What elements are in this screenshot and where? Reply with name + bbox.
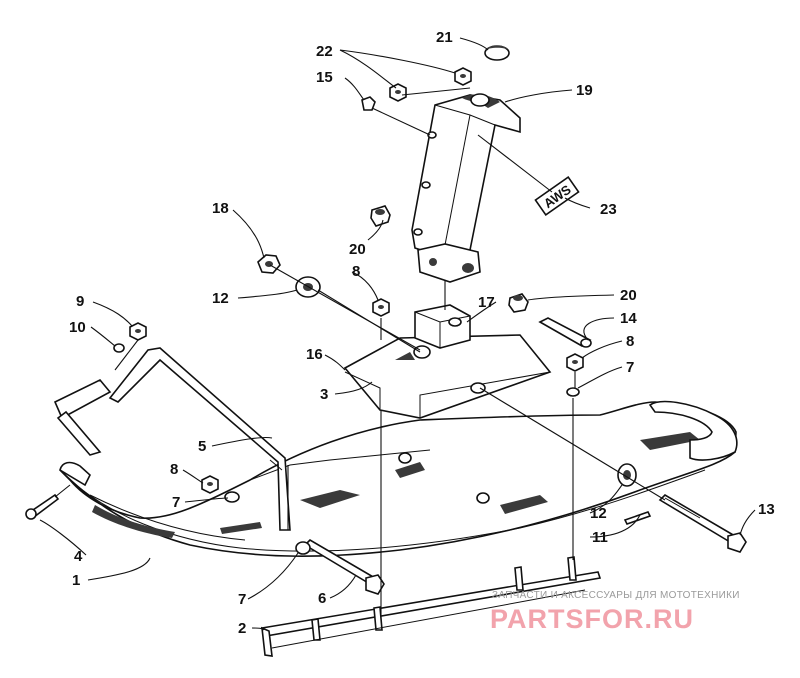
spindle-bracket-16 <box>343 334 552 419</box>
watermark-brand: PARTSFOR.RU <box>490 604 694 634</box>
callout-16: 16 <box>306 346 323 363</box>
callout-leaders <box>39 37 756 631</box>
callout-7-lower: 7 <box>238 591 246 608</box>
bushing-20b <box>508 293 529 313</box>
callout-11: 11 <box>592 529 608 546</box>
bolt-15 <box>361 96 376 111</box>
washer-7b <box>566 387 580 397</box>
nut-22b <box>454 67 472 86</box>
callout-18: 18 <box>212 200 229 217</box>
bolt-4 <box>25 493 60 520</box>
callout-20-right: 20 <box>620 287 637 304</box>
callout-2: 2 <box>238 620 246 637</box>
nut-22a <box>389 83 407 102</box>
callout-4: 4 <box>74 548 83 565</box>
callout-21: 21 <box>436 29 453 46</box>
nut-18 <box>257 254 281 274</box>
cap-21 <box>484 45 510 61</box>
callout-14: 14 <box>620 310 637 327</box>
aws-decal-23: AWS <box>534 176 580 216</box>
callout-17: 17 <box>478 294 495 311</box>
assembly-lines <box>54 87 666 615</box>
sleeve-14 <box>538 317 592 348</box>
callout-15: 15 <box>316 69 333 86</box>
callout-3: 3 <box>320 386 328 403</box>
callout-13: 13 <box>758 501 775 518</box>
front-bracket <box>53 379 112 456</box>
callout-22: 22 <box>316 43 333 60</box>
callout-9: 9 <box>76 293 84 310</box>
callout-labels: 1 2 3 4 5 6 7 7 7 8 8 8 9 10 11 12 12 13… <box>69 29 775 637</box>
callout-6: 6 <box>318 590 326 607</box>
callout-23: 23 <box>600 201 617 218</box>
nut-8b <box>566 353 584 372</box>
bolt-13 <box>658 493 747 553</box>
watermark-caption: ЗАПЧАСТИ И АКСЕССУАРЫ ДЛЯ МОТОТЕХНИКИ <box>492 590 740 601</box>
callout-10: 10 <box>69 319 86 336</box>
nut-9 <box>129 322 147 341</box>
callout-8-center: 8 <box>352 263 360 280</box>
callout-8-right: 8 <box>626 333 634 350</box>
callout-7-left: 7 <box>172 494 180 511</box>
watermark: ЗАПЧАСТИ И АКСЕССУАРЫ ДЛЯ МОТОТЕХНИКИ PA… <box>490 590 740 634</box>
bushing-20a <box>370 205 391 227</box>
bushing-12b <box>617 463 637 487</box>
nut-8a <box>372 298 390 317</box>
callout-1: 1 <box>72 572 80 589</box>
spindle-block-17 <box>414 304 471 349</box>
callout-5: 5 <box>198 438 206 455</box>
callout-8-left: 8 <box>170 461 178 478</box>
callout-12-upper: 12 <box>212 290 229 307</box>
pin-11 <box>623 511 652 525</box>
callout-12-lower: 12 <box>590 505 607 522</box>
washer-10 <box>113 343 125 353</box>
runner-2 <box>260 556 602 657</box>
nut-8c <box>201 475 219 494</box>
washer-7c <box>295 541 311 555</box>
washer-7a <box>224 491 240 503</box>
spindle-arm-19 <box>411 93 521 283</box>
bolt-6 <box>303 538 385 595</box>
callout-20-upper: 20 <box>349 241 366 258</box>
callout-19: 19 <box>576 82 593 99</box>
callout-7-right: 7 <box>626 359 634 376</box>
